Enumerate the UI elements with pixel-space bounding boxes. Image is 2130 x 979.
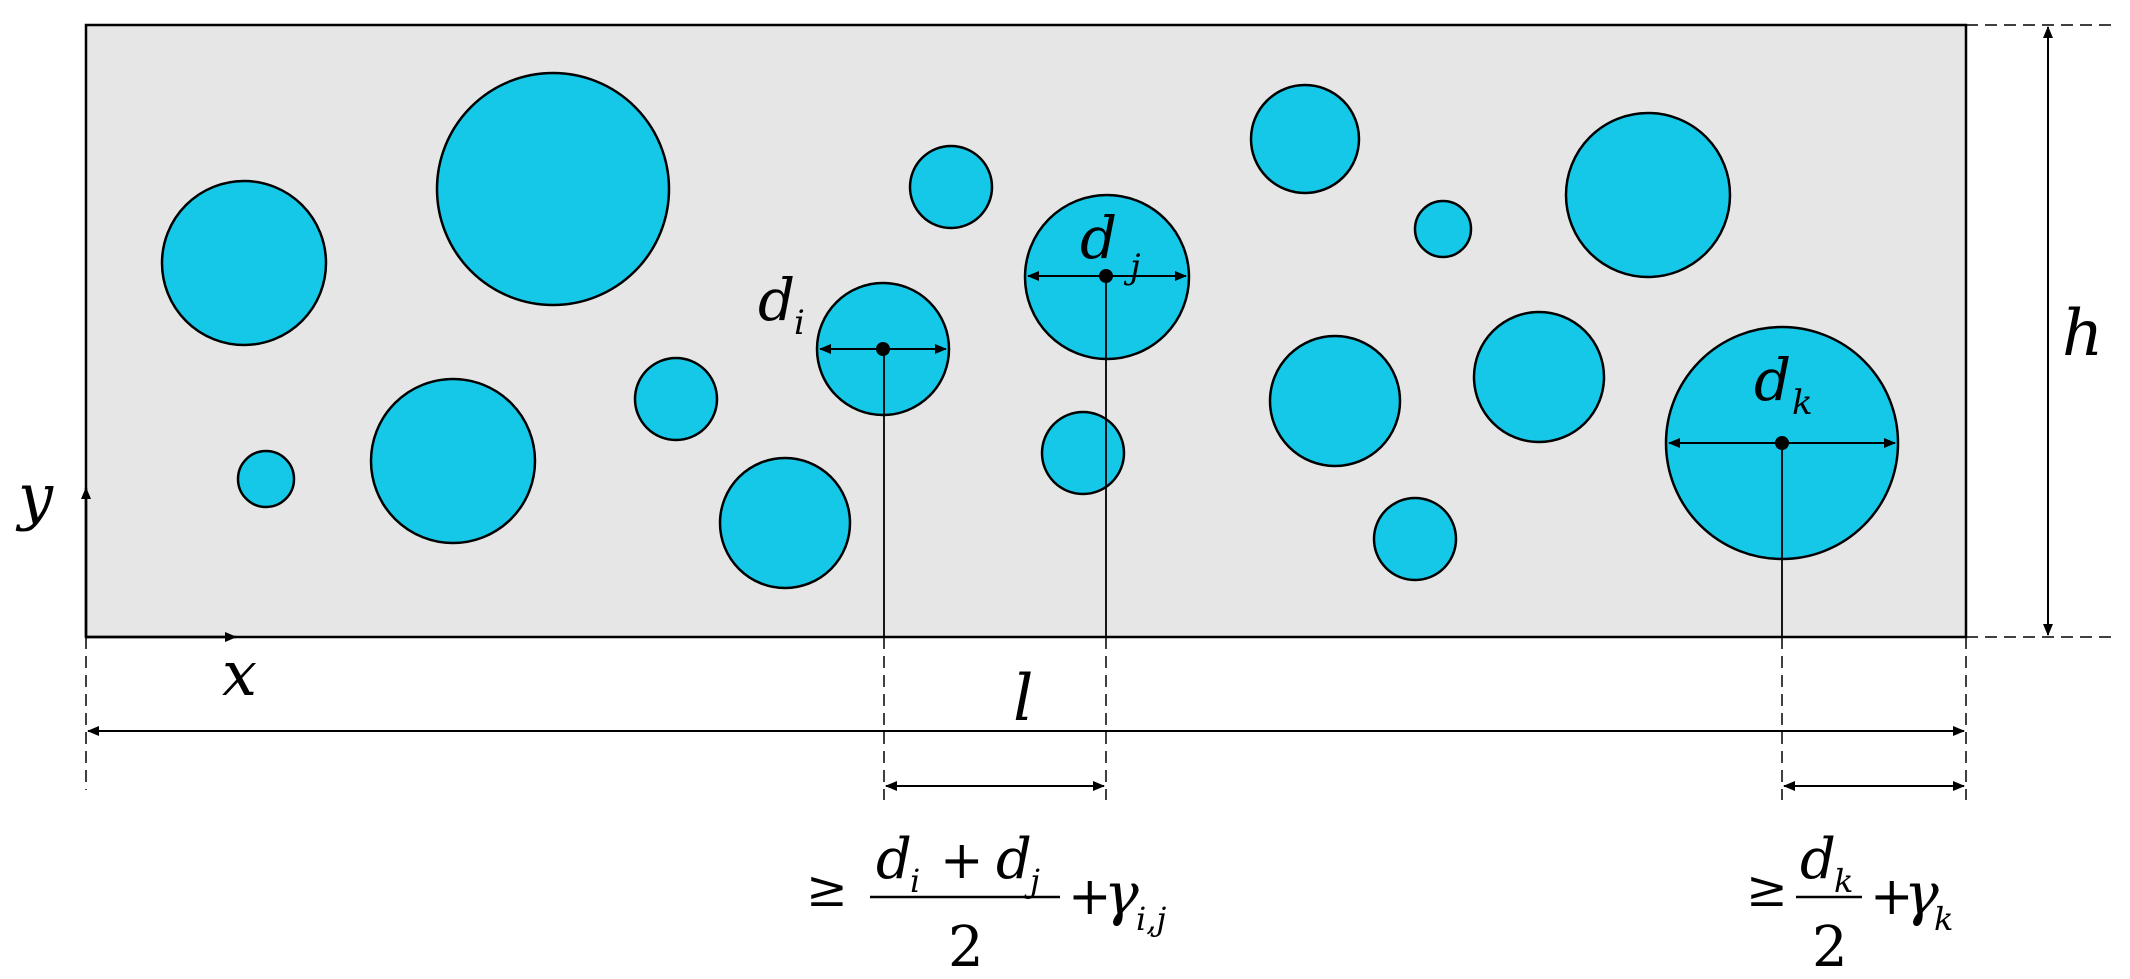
- d-k-label: d: [1754, 346, 1791, 414]
- inclusion-circle: [160, 179, 328, 347]
- formula-ij-num-plus: +: [940, 831, 984, 891]
- height-label: h: [2062, 297, 2103, 371]
- formula-k-gamma-sub: k: [1934, 900, 1953, 938]
- formula-ij-ge: ≥: [806, 860, 848, 918]
- d-k-subscript: k: [1792, 383, 1813, 423]
- inclusion-circle: [1040, 410, 1126, 496]
- d-i-subscript: i: [794, 303, 805, 343]
- inclusion-circle: [1564, 111, 1732, 279]
- formula-k-num-s: k: [1834, 862, 1853, 900]
- inclusion-circle: [633, 356, 719, 442]
- inclusion-circle: [718, 456, 852, 590]
- formula-ij-plus: +: [1068, 867, 1112, 927]
- spacing-formula-ij: ≥ d i + d j 2 + γ i,j: [806, 827, 1166, 979]
- length-label: l: [1013, 662, 1033, 736]
- x-axis-label: x: [222, 637, 257, 710]
- formula-ij-num-s1: i: [910, 862, 920, 900]
- y-axis-label: y: [15, 460, 54, 533]
- d-j-label: d: [1080, 204, 1117, 272]
- spacing-formula-k: ≥ d k 2 + γ k: [1746, 827, 1953, 979]
- formula-k-num-d: d: [1800, 827, 1836, 892]
- formula-ij-denominator: 2: [948, 915, 984, 979]
- formula-k-plus: +: [1870, 867, 1914, 927]
- inclusion-circle: [1413, 199, 1473, 259]
- formula-ij-gamma: γ: [1104, 860, 1139, 928]
- formula-ij-num-d1: d: [876, 827, 912, 892]
- inclusion-circle: [1472, 310, 1606, 444]
- inclusion-circle: [1268, 334, 1402, 468]
- formula-k-denominator: 2: [1812, 915, 1848, 979]
- formula-ij-gamma-sub: i,j: [1136, 900, 1166, 938]
- formula-ij-num-d2: d: [996, 827, 1032, 892]
- inclusion-circle: [1372, 496, 1458, 582]
- formula-k-gamma: γ: [1904, 860, 1939, 928]
- inclusion-circle: [1249, 83, 1361, 195]
- formula-k-ge: ≥: [1746, 860, 1788, 918]
- domain-rectangle: [84, 23, 1968, 639]
- inclusion-circle: [236, 449, 296, 509]
- inclusion-circle: [908, 144, 994, 230]
- inclusion-circle: [369, 377, 537, 545]
- inclusions: [160, 71, 1900, 590]
- d-i-label: d: [758, 266, 795, 334]
- inclusion-circle: [435, 71, 671, 307]
- center-point-i: [876, 342, 890, 356]
